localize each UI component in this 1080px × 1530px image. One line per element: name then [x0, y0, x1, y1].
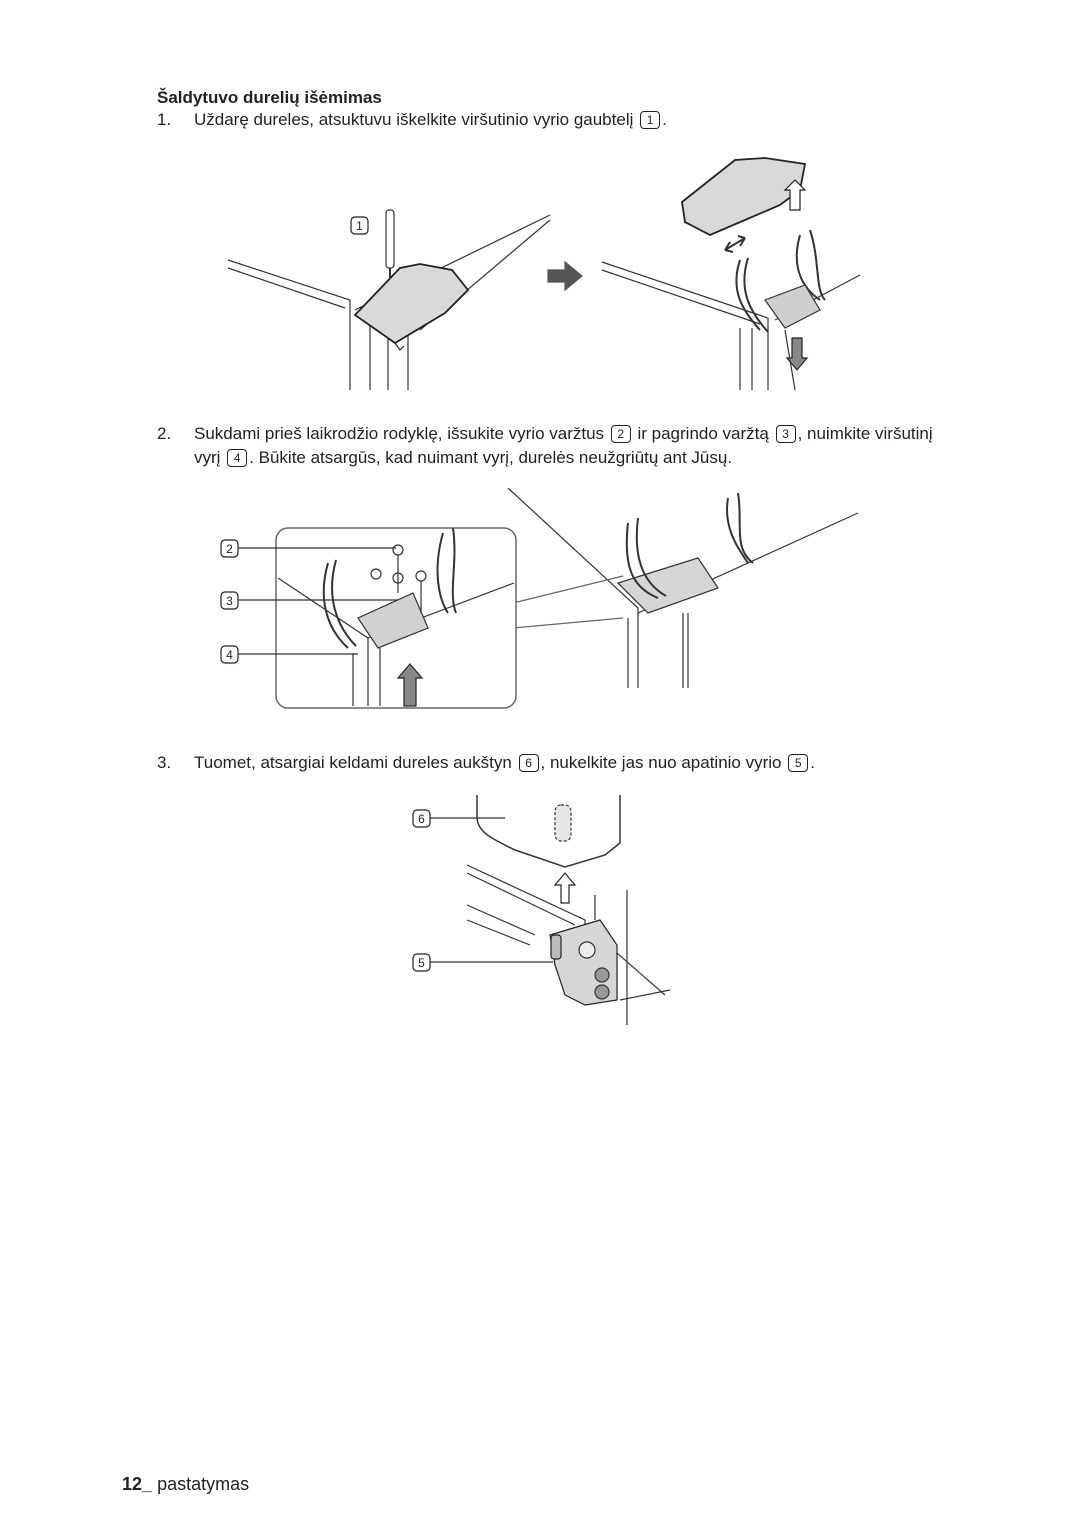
- page-footer: 12_ pastatymas: [122, 1474, 249, 1495]
- up-arrow-icon: [783, 179, 807, 211]
- page-number: 12_: [122, 1474, 153, 1494]
- page-heading: Šaldytuvo durelių išėmimas: [157, 88, 382, 107]
- step-text: Sukdami prieš laikrodžio rodyklę, išsuki…: [194, 424, 933, 467]
- svg-text:3: 3: [226, 594, 233, 608]
- svg-text:5: 5: [418, 956, 425, 970]
- step-number: 3.: [157, 753, 172, 772]
- svg-text:2: 2: [226, 542, 233, 556]
- callout-4: 4: [220, 645, 358, 664]
- figure-hinge-screws: 2 3 4: [220, 488, 859, 709]
- double-arrow-icon: [724, 235, 746, 253]
- step-text: Uždarę dureles, atsuktuvu iškelkite virš…: [194, 110, 667, 129]
- callout-2: 2: [220, 539, 396, 558]
- up-arrow-icon: [553, 872, 577, 904]
- down-arrow-icon: [785, 337, 809, 371]
- callout-5: 5: [412, 953, 553, 972]
- callout-tag: 3: [775, 425, 796, 443]
- svg-text:1: 1: [356, 219, 363, 233]
- right-arrow-icon: [547, 260, 583, 292]
- step-3: 3. Tuomet, atsargiai keldami dureles auk…: [157, 751, 947, 777]
- callout-tag: 2: [610, 425, 631, 443]
- svg-text:4: 4: [226, 648, 233, 662]
- callout-6: 6: [412, 809, 505, 828]
- figure-lower-hinge: 6 5: [412, 795, 671, 1025]
- callout-3: 3: [220, 591, 398, 610]
- callout-tag: 5: [788, 754, 809, 772]
- callout-tag: 6: [518, 754, 539, 772]
- figure-hinge-cover: 1: [227, 157, 861, 391]
- up-arrow-icon: [396, 663, 424, 707]
- svg-text:6: 6: [418, 812, 425, 826]
- callout-tag: 4: [227, 449, 248, 467]
- step-1: 1. Uždarę dureles, atsuktuvu iškelkite v…: [157, 108, 957, 134]
- callout-1: 1: [350, 216, 369, 235]
- step-2: 2. Sukdami prieš laikrodžio rodyklę, išs…: [157, 422, 947, 474]
- callout-tag: 1: [640, 111, 661, 129]
- step-text: Tuomet, atsargiai keldami dureles aukšty…: [194, 753, 815, 772]
- step-number: 1.: [157, 110, 172, 129]
- section-name: pastatymas: [157, 1474, 250, 1494]
- step-number: 2.: [157, 424, 172, 443]
